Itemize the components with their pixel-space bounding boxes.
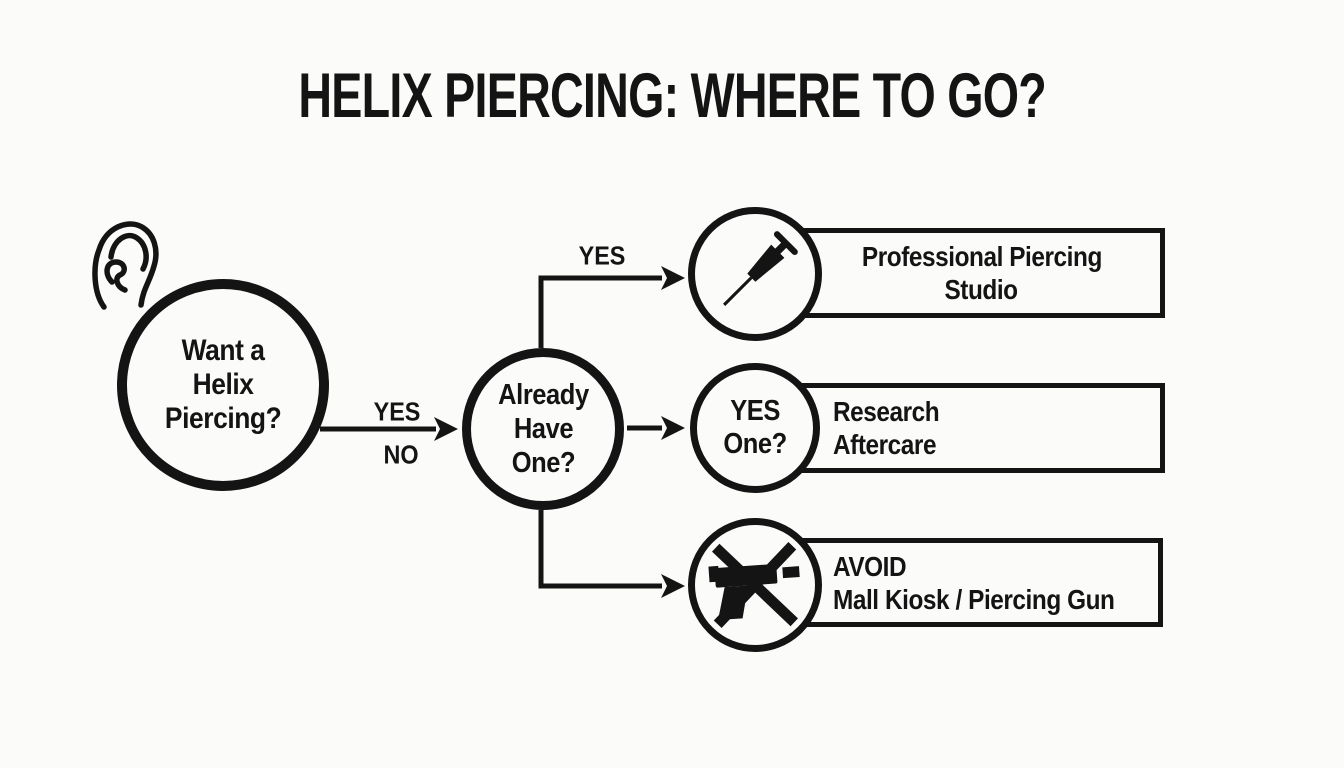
arrowhead-decision-aftercare: [661, 416, 685, 440]
aftercare-node: YES One?: [690, 363, 820, 493]
arrowhead-decision-avoid: [661, 574, 685, 598]
arrowhead-start-decision: [434, 417, 458, 441]
crossed-piercing-gun-icon: [701, 531, 809, 639]
decision-node-label: Already Have One?: [497, 379, 589, 479]
edge-label-yes-studio: YES: [578, 240, 626, 271]
aftercare-node-label: YES One?: [723, 395, 787, 460]
decision-node: Already Have One?: [462, 348, 624, 510]
edge-decision-studio: [538, 275, 662, 348]
arrowhead-decision-studio: [661, 266, 685, 290]
page-title: HELIX PIERCING: WHERE TO GO?: [0, 60, 1344, 132]
start-node-label: Want a Helix Piercing?: [164, 334, 282, 435]
edge-label-yes: YES: [373, 396, 421, 427]
piercing-needle-icon: [703, 222, 807, 326]
studio-node: [688, 207, 822, 341]
edge-label-no: NO: [383, 439, 419, 470]
outcome-box-aftercare: Research Aftercare: [798, 383, 1165, 473]
page-title-text: HELIX PIERCING: WHERE TO GO?: [298, 61, 1046, 131]
edge-decision-avoid: [538, 510, 662, 589]
outcome-box-avoid: AVOID Mall Kiosk / Piercing Gun: [798, 538, 1163, 627]
ear-icon: [90, 218, 164, 314]
start-node: Want a Helix Piercing?: [117, 279, 329, 491]
outcome-box-studio: Professional Piercing Studio: [798, 228, 1165, 318]
avoid-node: [688, 518, 822, 652]
